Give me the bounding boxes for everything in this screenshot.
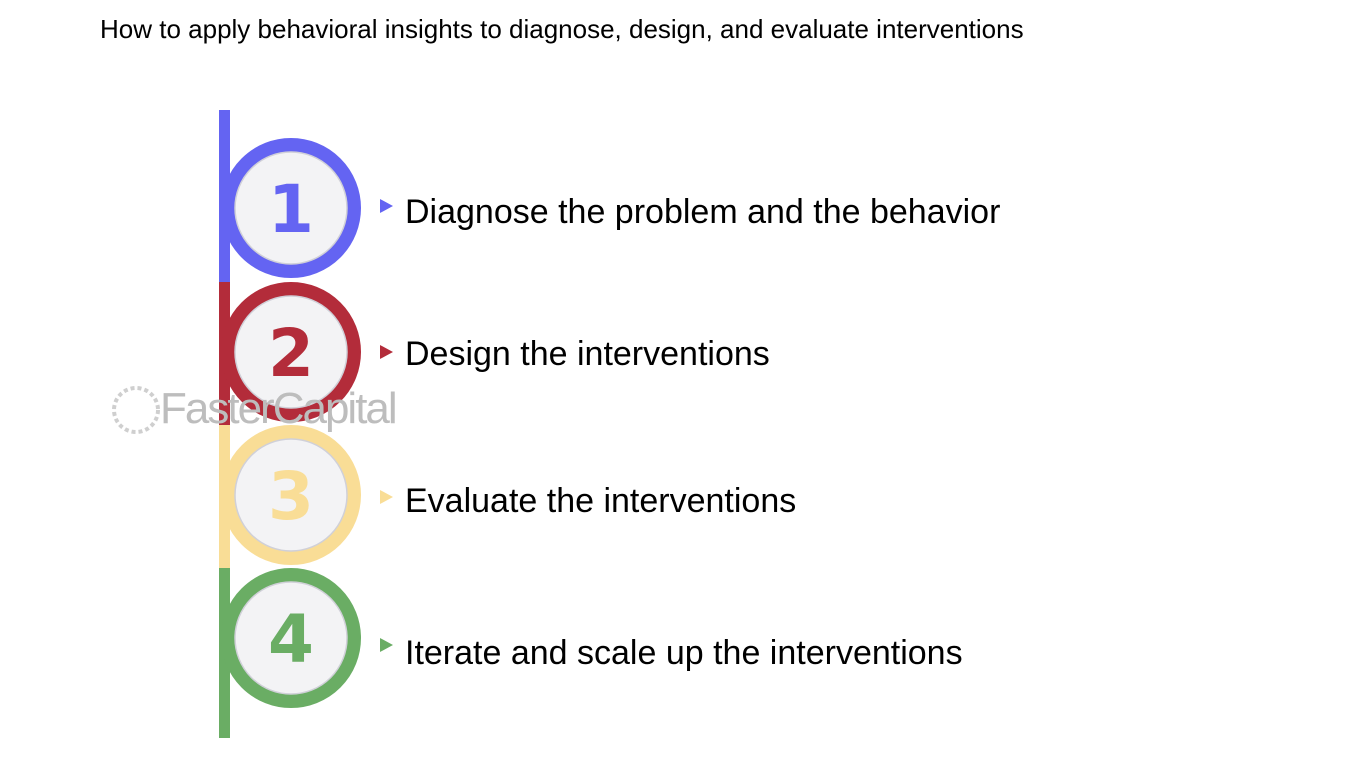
step-2-label: Design the interventions — [405, 335, 770, 373]
step-2-number: 2 — [268, 315, 314, 392]
step-1-inner-ring — [234, 151, 348, 265]
step-1-label: Diagnose the problem and the behavior — [405, 193, 1001, 231]
triangle-bullet-icon — [380, 199, 393, 213]
fastercapital-watermark: FasterCapital — [160, 384, 398, 433]
step-3-inner-ring — [234, 438, 348, 552]
triangle-bullet-icon — [380, 345, 393, 359]
step-3-label: Evaluate the interventions — [405, 482, 797, 520]
step-4-inner-ring — [234, 581, 348, 695]
step-2-circle — [221, 282, 361, 422]
step-3-number: 3 — [268, 458, 314, 535]
step-4-circle — [221, 568, 361, 708]
step-4-number: 4 — [268, 601, 314, 678]
gear-logo-icon — [112, 386, 160, 434]
step-2-inner-ring — [234, 295, 348, 409]
step-1-number: 1 — [268, 171, 314, 248]
step-3-circle — [221, 425, 361, 565]
step-4-label: Iterate and scale up the interventions — [405, 634, 963, 672]
step-1-circle — [221, 138, 361, 278]
page-title: How to apply behavioral insights to diag… — [100, 14, 1024, 44]
triangle-bullet-icon — [380, 638, 393, 652]
triangle-bullet-icon — [380, 490, 393, 504]
